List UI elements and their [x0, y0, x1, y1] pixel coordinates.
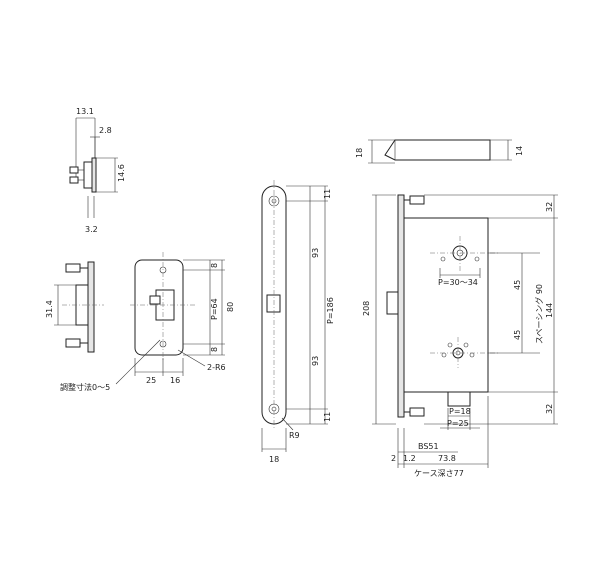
view-c-dim-25: 25	[146, 376, 156, 385]
view-a-dim-13-1: 13.1	[76, 107, 94, 116]
view-e-dim-208: 208	[362, 301, 371, 316]
view-e-dim-45-upper: 45	[513, 280, 522, 290]
view-e-dim-14: 14	[515, 146, 524, 156]
view-e-dim-p25: P=25	[447, 419, 469, 428]
view-e-dim-p30-34: P=30～34	[438, 278, 478, 287]
view-d-dim-93-upper: 93	[311, 248, 320, 258]
view-e-dim-45-lower: 45	[513, 330, 522, 340]
view-c-dim-8-bottom: 8	[210, 347, 219, 352]
view-d-radius-r9: R9	[289, 431, 300, 440]
view-a-dim-14-6: 14.6	[117, 164, 126, 182]
view-e-dim-144: 144	[545, 303, 554, 318]
view-e-dim-bs51: BS51	[418, 442, 439, 451]
view-c-dim-16: 16	[170, 376, 180, 385]
view-a-dim-3-2: 3.2	[85, 225, 98, 234]
view-e-lock-case: 208 32 144 スペーシング 90 45 45 32 P=30～34 P=…	[362, 194, 558, 478]
view-b-dim-31-4: 31.4	[45, 300, 54, 318]
view-e-dim-1-2: 1.2	[403, 454, 416, 463]
view-c-adjust-label: 調整寸法0～5	[60, 382, 110, 392]
view-d-faceplate: 11 93 P=186 93 11 R9 18	[261, 180, 335, 464]
view-e-dim-18: 18	[355, 148, 364, 158]
view-e-dim-32-top: 32	[545, 202, 554, 212]
view-e-dim-p18: P=18	[449, 407, 471, 416]
view-a-latch-side-detail: 13.1 2.8 14.6 3.2	[69, 107, 126, 234]
view-e-case-depth: ケース深さ77	[414, 469, 464, 478]
view-c-dim-p64: P=64	[210, 298, 219, 320]
view-d-dim-p186: P=186	[326, 297, 335, 324]
view-c-dim-8-top: 8	[210, 263, 219, 268]
view-e-bolt-top: 18 14	[355, 139, 524, 164]
view-d-dim-93-lower: 93	[311, 356, 320, 366]
view-e-dim-73-8: 73.8	[438, 454, 456, 463]
view-e-dim-2: 2	[391, 454, 396, 463]
view-a-dim-2-8: 2.8	[99, 126, 112, 135]
view-d-dim-11-bottom: 11	[323, 412, 332, 422]
view-e-dim-spacing-90: スペーシング 90	[534, 284, 544, 344]
view-c-radius-2-r6: 2-R6	[207, 363, 226, 372]
view-e-dim-32-bottom: 32	[545, 404, 554, 414]
view-c-dim-80: 80	[226, 302, 235, 312]
view-b-latch-assembly: 31.4	[45, 261, 104, 353]
view-d-dim-18: 18	[269, 455, 279, 464]
view-c-strike-plate: 8 P=64 80 8 25 16 2-R6 調整寸法0～5	[60, 252, 235, 392]
view-d-dim-11-top: 11	[323, 189, 332, 199]
